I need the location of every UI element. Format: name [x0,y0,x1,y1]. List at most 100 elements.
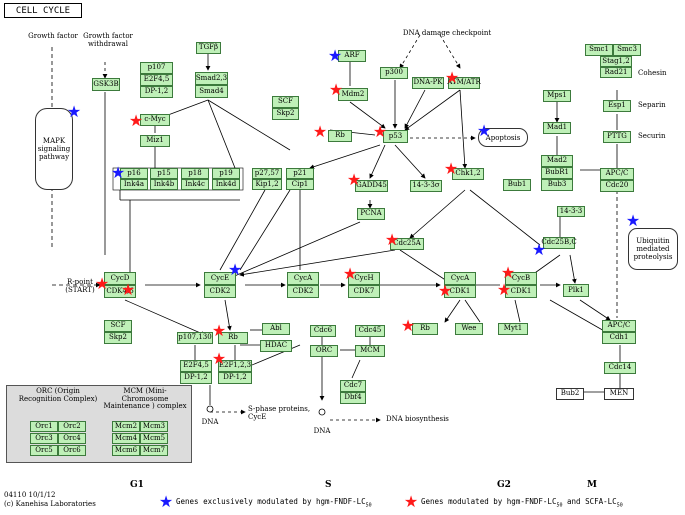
node-scf-1[interactable]: SCF [272,96,299,108]
node-dp12-b[interactable]: DP-1,2 [180,372,212,384]
node-dna-pk[interactable]: DNA-PK [412,77,444,89]
node-orc1[interactable]: Orc1 [30,421,58,432]
node-cdk1-a[interactable]: CDK1 [444,285,476,298]
node-p107[interactable]: p107 [140,62,173,74]
node-mad2[interactable]: Mad2 [541,155,573,167]
node-14-3-3[interactable]: 14-3-3 [557,206,585,217]
node-bub1[interactable]: Bub1 [503,179,531,191]
node-p19[interactable]: p19 [212,168,240,179]
node-dp12[interactable]: DP-1,2 [140,86,173,98]
ubiquitin-proteolysis-oval[interactable]: Ubiquitin mediated proteolysis [628,228,678,270]
node-mcm4[interactable]: Mcm4 [112,433,140,444]
node-cdc7[interactable]: Cdc7 [340,380,366,392]
node-p107130[interactable]: p107,130 [177,332,213,344]
node-scf-2[interactable]: SCF [104,320,132,332]
node-plk1[interactable]: Plk1 [563,284,589,297]
node-orc[interactable]: ORC [310,345,338,357]
node-mcm7[interactable]: Mcm7 [140,445,168,456]
node-smad4[interactable]: Smad4 [195,85,228,98]
node-cych[interactable]: CycH [348,272,380,285]
node-smad23[interactable]: Smad2,3 [195,72,228,85]
node-cdk46[interactable]: CDK4,6 [104,285,136,298]
node-cdc45[interactable]: Cdc45 [355,325,385,337]
node-cdk2-a[interactable]: CDK2 [204,285,236,298]
node-dp12-c[interactable]: DP-1,2 [218,372,252,384]
node-rb-2[interactable]: Rb [218,332,248,344]
node-p16[interactable]: p16 [120,168,148,179]
node-wee[interactable]: Wee [455,323,483,335]
node-apcc-1[interactable]: APC/C [600,168,634,180]
node-gadd45[interactable]: GADD45 [355,180,388,192]
node-tgfb[interactable]: TGFβ [196,42,221,54]
node-pcna[interactable]: PCNA [357,208,385,220]
node-cdc20[interactable]: Cdc20 [600,180,634,192]
node-dbf4[interactable]: Dbf4 [340,392,366,404]
node-chk12[interactable]: Chk1,2 [452,168,484,180]
node-p18[interactable]: p18 [181,168,209,179]
node-cdc6[interactable]: Cdc6 [310,325,336,337]
node-bub3[interactable]: Bub3 [541,179,573,191]
node-smc1[interactable]: Smc1 [585,44,613,56]
node-p21[interactable]: p21 [286,168,314,179]
node-p2757[interactable]: p27,57 [252,168,282,179]
node-cyca-2[interactable]: CycA [444,272,476,285]
apoptosis-oval[interactable]: Apoptosis [478,128,528,147]
node-cdc14[interactable]: Cdc14 [604,362,636,374]
node-mps1[interactable]: Mps1 [543,90,571,102]
node-rb-1[interactable]: Rb [328,130,352,142]
node-hdac[interactable]: HDAC [260,340,292,352]
node-ink4b[interactable]: Ink4b [150,179,178,190]
node-pttg[interactable]: PTTG [603,131,631,143]
node-orc2[interactable]: Orc2 [58,421,86,432]
node-esp1[interactable]: Esp1 [603,100,631,112]
node-cyce[interactable]: CycE [204,272,236,285]
node-skp2-2[interactable]: Skp2 [104,332,132,344]
node-cycd[interactable]: CycD [104,272,136,285]
node-stag12[interactable]: Stag1,2 [600,56,632,67]
node-bub2[interactable]: Bub2 [556,388,584,400]
node-rb-3[interactable]: Rb [412,323,438,335]
node-kip12[interactable]: Kip1,2 [252,179,282,190]
node-cyca-1[interactable]: CycA [287,272,319,285]
node-cdk1-b[interactable]: CDK1 [505,285,537,298]
node-e2f123[interactable]: E2F1,2,3 [218,360,252,372]
node-skp2-1[interactable]: Skp2 [272,108,299,120]
node-cdk7[interactable]: CDK7 [348,285,380,298]
node-mcm5[interactable]: Mcm5 [140,433,168,444]
node-miz1[interactable]: Miz1 [140,135,170,147]
node-cdk2-b[interactable]: CDK2 [287,285,319,298]
node-mcm2[interactable]: Mcm2 [112,421,140,432]
node-e2f45[interactable]: E2F4,5 [140,74,173,86]
node-14-3-3-sigma[interactable]: 14-3-3σ [410,180,442,192]
node-orc4[interactable]: Orc4 [58,433,86,444]
node-c-myc[interactable]: c-Myc [140,114,170,126]
node-mcm[interactable]: MCM [355,345,385,357]
node-gsk3b[interactable]: GSK3B [92,78,120,91]
node-mcm6[interactable]: Mcm6 [112,445,140,456]
node-mad1[interactable]: Mad1 [543,122,571,134]
node-cdc25a[interactable]: Cdc25A [390,238,424,250]
node-smc3[interactable]: Smc3 [613,44,641,56]
node-abl[interactable]: Abl [262,323,290,335]
node-mdm2[interactable]: Mdm2 [338,88,368,101]
node-p300[interactable]: p300 [380,67,408,79]
node-myt1[interactable]: Myt1 [498,323,528,335]
node-mcm3[interactable]: Mcm3 [140,421,168,432]
node-cdc25bc[interactable]: Cdc25B,C [541,237,577,249]
node-p53[interactable]: p53 [383,130,408,143]
node-orc3[interactable]: Orc3 [30,433,58,444]
node-ink4c[interactable]: Ink4c [181,179,209,190]
node-cycb[interactable]: CycB [505,272,537,285]
node-ink4d[interactable]: Ink4d [212,179,240,190]
node-arf[interactable]: ARF [338,50,366,62]
node-e2f45-b[interactable]: E2F4,5 [180,360,212,372]
node-cdh1[interactable]: Cdh1 [602,332,636,344]
node-orc6[interactable]: Orc6 [58,445,86,456]
mapk-signaling-oval[interactable]: MAPK signaling pathway [35,108,73,190]
node-apcc-2[interactable]: APC/C [602,320,636,332]
node-atm-atr[interactable]: ATM/ATR [447,77,481,89]
node-p15[interactable]: p15 [150,168,178,179]
node-men[interactable]: MEN [604,388,634,400]
node-cip1[interactable]: Cip1 [286,179,314,190]
node-rad21[interactable]: Rad21 [600,67,632,78]
